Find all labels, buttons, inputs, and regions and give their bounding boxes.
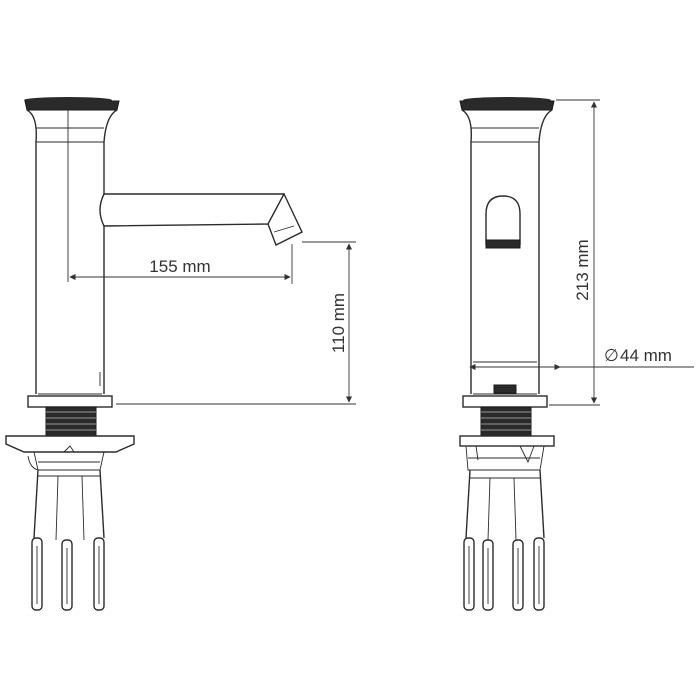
front-view-fixing-sleeve [463,469,545,611]
side-view-fixing-plate [5,435,135,471]
diameter-symbol: ∅ [604,346,619,365]
dimension-label-155mm: 155 mm [149,257,210,276]
front-view-button-cap [459,97,555,143]
side-view-spout [99,193,303,246]
dimension-label-44mm: 44 mm [620,346,672,365]
front-view-outlet [485,195,521,249]
side-view-threaded-shank [45,406,97,437]
side-view-body [35,105,105,395]
side-view: 155 mm 110 mm [5,97,356,611]
dimension-110mm: 110 mm [116,241,356,405]
front-view: 213 mm ∅ 44 mm [459,97,694,611]
dimension-213mm: 213 mm [549,99,600,406]
dimension-diameter-44mm: ∅ 44 mm [469,346,694,371]
dimension-label-213mm: 213 mm [573,239,592,300]
dimension-155mm: 155 mm [69,244,293,284]
side-view-button-cap [24,97,120,143]
side-view-fixing-sleeve [31,469,105,611]
front-view-fixing-plate [459,435,555,471]
front-view-base-flange [462,384,548,408]
front-view-threaded-shank [480,406,532,437]
side-view-base-flange [27,395,113,408]
front-view-body [470,142,540,395]
dimension-label-110mm: 110 mm [329,293,348,353]
